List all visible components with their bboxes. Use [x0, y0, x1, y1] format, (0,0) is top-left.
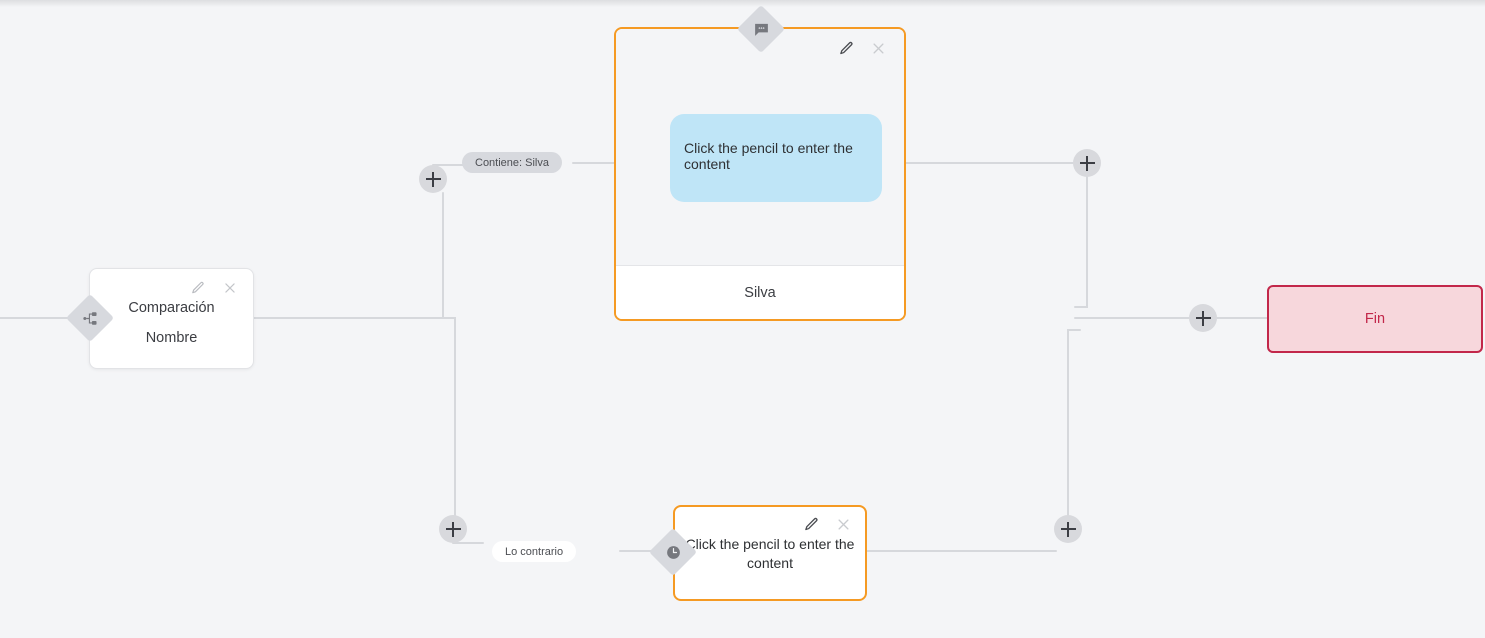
node-comparacion-subtitle: Nombre: [145, 330, 198, 346]
node-wait-card[interactable]: Click the pencil to enter the content: [673, 505, 867, 601]
node-message-card[interactable]: Click the pencil to enter the content Si…: [614, 27, 906, 321]
node-wait-tools: [802, 515, 852, 533]
node-message-body: Click the pencil to enter the content: [616, 29, 904, 265]
node-wait-badge: [648, 527, 698, 577]
add-node-top-left[interactable]: [419, 165, 447, 193]
close-icon[interactable]: [869, 39, 887, 57]
node-message-tools: [837, 39, 887, 57]
pencil-icon[interactable]: [189, 279, 207, 297]
add-node-bottom-left[interactable]: [439, 515, 467, 543]
clock-icon: [656, 535, 690, 569]
edge-label-contiene[interactable]: Contiene: Silva: [462, 152, 562, 173]
add-node-bottom-right[interactable]: [1054, 515, 1082, 543]
node-comparacion[interactable]: Comparación Nombre: [89, 268, 254, 369]
node-message-footer: Silva: [616, 265, 904, 319]
add-node-before-fin[interactable]: [1189, 304, 1217, 332]
pencil-icon[interactable]: [837, 39, 855, 57]
close-icon[interactable]: [221, 279, 239, 297]
edge-label-contrario[interactable]: Lo contrario: [492, 541, 577, 562]
add-node-top-right[interactable]: [1073, 149, 1101, 177]
node-comparacion-tools: [189, 279, 239, 297]
node-fin[interactable]: Fin: [1267, 285, 1483, 353]
message-bubble-text: Click the pencil to enter the content: [670, 114, 882, 202]
node-message-badge: [736, 4, 786, 54]
close-icon[interactable]: [834, 515, 852, 533]
top-shadow-band: [0, 0, 1485, 7]
node-wait-text: Click the pencil to enter the content: [685, 536, 855, 571]
branch-icon: [73, 301, 107, 335]
node-comparacion-title: Comparación: [128, 300, 215, 316]
node-comparacion-badge: [65, 293, 115, 343]
chat-bubble-icon: [744, 12, 778, 46]
pencil-icon[interactable]: [802, 515, 820, 533]
